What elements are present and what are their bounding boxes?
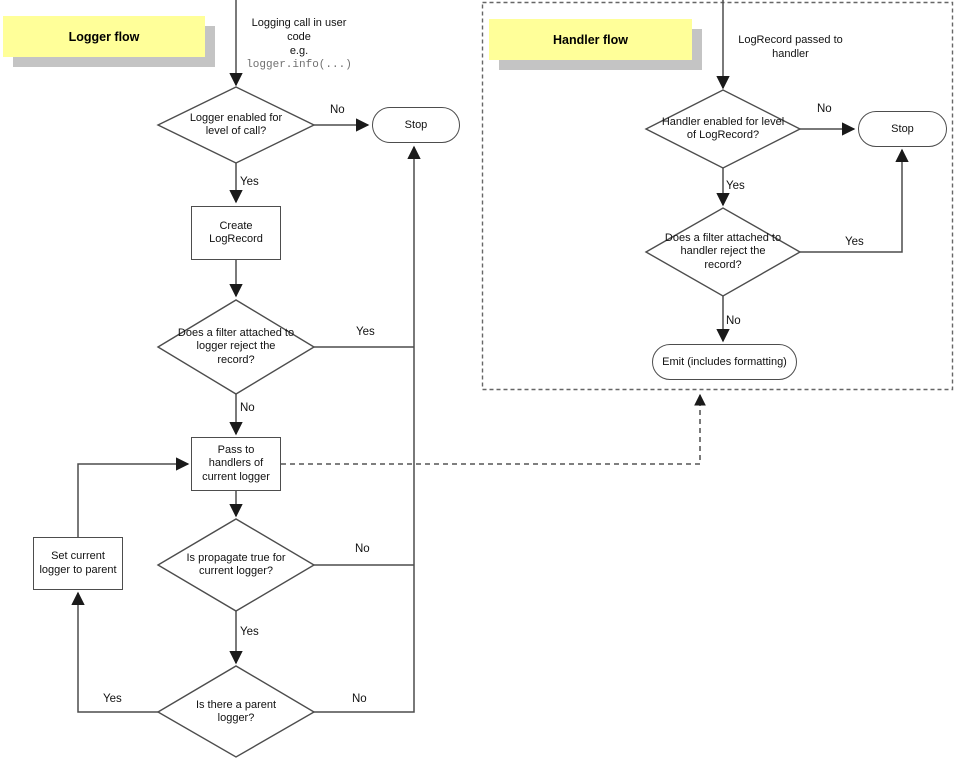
- logger-flow-title-label: Logger flow: [68, 29, 140, 44]
- handler-flow-title: Handler flow: [489, 19, 692, 60]
- edge-setparent-to-pass: [77, 457, 190, 537]
- node-set-current-logger: Set current logger to parent: [33, 537, 123, 590]
- logger-entry-note: Logging call in user code e.g. logger.in…: [243, 16, 355, 72]
- diamond-logger-enabled: [156, 86, 316, 164]
- handler-entry-note: LogRecord passed to handler: [733, 33, 848, 61]
- node-logger-stop: Stop: [372, 107, 460, 143]
- node-emit-text: Emit (includes formatting): [662, 356, 787, 368]
- handler-entry-note-text: LogRecord passed to handler: [738, 34, 843, 60]
- node-handler-stop: Stop: [858, 111, 947, 147]
- node-handler-stop-text: Stop: [891, 123, 914, 135]
- edge-pass-to-handler-flow: [281, 393, 706, 465]
- node-logger-stop-text: Stop: [404, 119, 428, 131]
- label-filter-yes: Yes: [356, 326, 375, 338]
- label-hfilter-yes: Yes: [845, 236, 864, 248]
- diamond-propagate-text: Is propagate true for current logger?: [186, 551, 286, 578]
- edge-parent-no-to-stop: [313, 145, 421, 713]
- node-set-current-logger-text: Set current logger to parent: [39, 550, 117, 576]
- label-parent-no: No: [352, 693, 367, 705]
- logger-flow-title: Logger flow: [3, 16, 205, 57]
- diamond-handler-enabled: [644, 89, 802, 169]
- node-emit: Emit (includes formatting): [652, 344, 797, 380]
- label-henabled-yes: Yes: [726, 180, 745, 192]
- diamond-propagate: [156, 518, 316, 612]
- handler-flow-boundary: [481, 1, 954, 391]
- edge-parent-yes-to-setparent: [71, 591, 158, 713]
- diamond-logger-filter-text: Does a filter attached to logger reject …: [177, 326, 295, 366]
- edge-hfilter-yes-to-hstop: [800, 148, 909, 253]
- node-pass-to-handlers: Pass to handlers of current logger: [191, 437, 281, 491]
- diamond-handler-filter: [644, 207, 802, 297]
- label-henabled-no: No: [817, 103, 832, 115]
- label-propagate-no: No: [355, 543, 370, 555]
- logger-entry-note-text: Logging call in user code: [251, 17, 347, 43]
- node-create-logrecord: Create LogRecord: [191, 206, 281, 260]
- node-create-logrecord-text: Create LogRecord: [209, 219, 263, 246]
- diamond-handler-filter-text: Does a filter attached to handler reject…: [664, 231, 782, 271]
- diamond-logger-enabled-text: Logger enabled for level of call?: [189, 111, 283, 138]
- label-propagate-yes: Yes: [240, 626, 259, 638]
- diamond-parent-logger-text: Is there a parent logger?: [195, 698, 277, 725]
- node-pass-to-handlers-text: Pass to handlers of current logger: [202, 443, 270, 483]
- label-filter-no: No: [240, 402, 255, 414]
- logger-entry-note-eg: e.g.: [289, 45, 309, 57]
- label-hfilter-no: No: [726, 315, 741, 327]
- label-enabled-no: No: [330, 104, 345, 116]
- diamond-handler-enabled-text: Handler enabled for level of LogRecord?: [661, 115, 785, 142]
- label-enabled-yes: Yes: [240, 176, 259, 188]
- handler-flow-title-label: Handler flow: [552, 32, 628, 47]
- diamond-logger-filter: [156, 299, 316, 395]
- logger-entry-note-code: logger.info(...): [246, 59, 352, 71]
- diamond-parent-logger: [156, 665, 316, 758]
- label-parent-yes: Yes: [103, 693, 122, 705]
